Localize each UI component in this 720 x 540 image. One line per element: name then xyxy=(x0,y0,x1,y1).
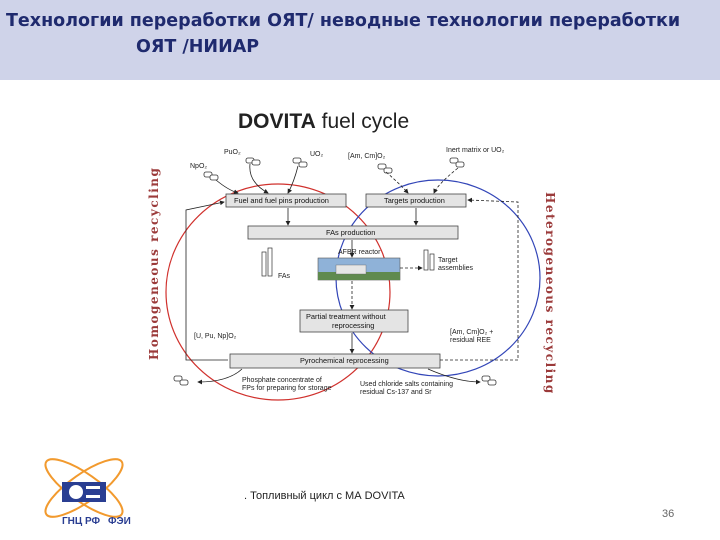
label-puo2: PuO₂ xyxy=(224,149,241,156)
flow-arrows xyxy=(185,163,519,385)
box-pyro-label: Pyrochemical reprocessing xyxy=(300,356,389,365)
box-targets: Targets production xyxy=(365,193,467,208)
logo-emblem-icon xyxy=(62,482,106,502)
label-phosphate-1: Phosphate concentrate of xyxy=(242,377,322,384)
label-target-2: assemblies xyxy=(438,265,474,272)
reactor-image: AFBR reactor xyxy=(317,249,401,281)
figure-caption: . Топливный цикл с МА DOVITA xyxy=(244,490,405,502)
label-upunp: [U, Pu, Np]O₂ xyxy=(194,333,237,340)
label-uo2: UO₂ xyxy=(310,151,324,158)
box-fas-production: FAs production xyxy=(247,225,459,240)
diagram-title-bold: DOVITA xyxy=(238,110,316,133)
box-partial-label-2: reprocessing xyxy=(332,321,374,330)
box-fas-label: FAs production xyxy=(326,228,375,237)
logo-text-right: ФЭИ xyxy=(108,516,131,527)
header-band: Технологии переработки ОЯТ/ неводные тех… xyxy=(0,0,720,80)
box-partial-label-1: Partial treatment without xyxy=(306,312,386,321)
box-partial-treatment: Partial treatment without reprocessing xyxy=(299,309,409,333)
box-pyrochemical: Pyrochemical reprocessing xyxy=(229,353,441,369)
box-fuel-pins-label: Fuel and fuel pins production xyxy=(234,196,329,205)
logo-text-left: ГНЦ РФ xyxy=(62,516,101,527)
title-line-1: Технологии переработки ОЯТ/ неводные тех… xyxy=(6,11,681,31)
fuel-pin-icons xyxy=(261,247,435,277)
homogeneous-loop xyxy=(165,183,391,401)
page-title: Технологии переработки ОЯТ/ неводные тех… xyxy=(6,8,716,60)
diagram-title-rest: fuel cycle xyxy=(316,110,409,133)
dovita-diagram: DOVITA fuel cycle Homogeneous recycling … xyxy=(147,110,557,401)
label-amcm: [Am, Cm]O₂ xyxy=(348,153,386,160)
title-line-2: ОЯТ /НИИАР xyxy=(136,37,260,57)
side-label-heterogeneous: Heterogeneous recycling xyxy=(543,192,557,395)
label-chloride-2: residual Cs-137 and Sr xyxy=(360,389,432,396)
label-phosphate-2: FPs for preparing for storage xyxy=(242,385,332,392)
label-amcm-ree-1: [Am, Cm]O₂ + xyxy=(450,329,493,336)
label-chloride-1: Used chloride salts containing xyxy=(360,381,453,388)
box-fuel-pins: Fuel and fuel pins production xyxy=(225,193,347,208)
diagram-title: DOVITA fuel cycle xyxy=(238,110,409,133)
label-npo2: NpO₂ xyxy=(190,163,207,170)
ippe-logo: ГНЦ РФ ФЭИ xyxy=(44,458,131,527)
label-fas: FAs xyxy=(278,273,291,280)
label-target-1: Target xyxy=(438,257,458,264)
side-label-homogeneous: Homogeneous recycling xyxy=(147,167,161,360)
label-reactor: AFBR reactor xyxy=(338,249,381,256)
label-inert: Inert matrix or UO₂ xyxy=(446,147,505,154)
page-number: 36 xyxy=(662,508,675,520)
box-targets-label: Targets production xyxy=(384,196,445,205)
pellet-icons xyxy=(173,157,497,386)
label-amcm-ree-2: residual REE xyxy=(450,337,491,344)
